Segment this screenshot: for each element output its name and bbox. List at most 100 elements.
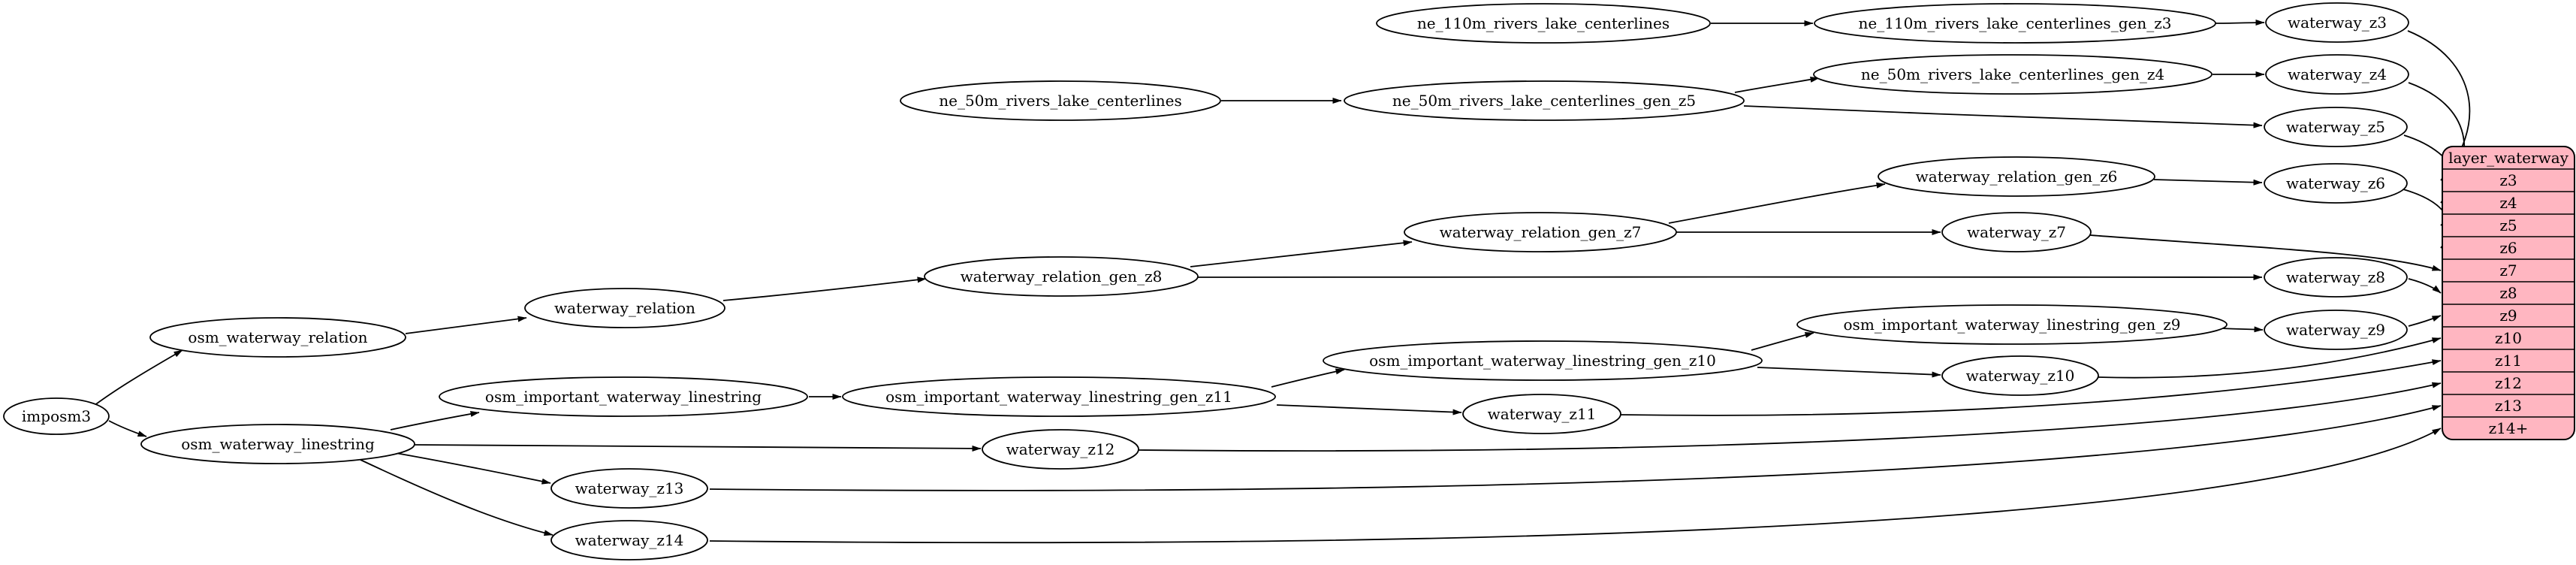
node-waterway_relation_gen_z8: waterway_relation_gen_z8 [924,256,1199,297]
nodes-layer: imposm3 osm_waterway_relation osm_waterway… [3,2,2409,560]
node-osm_important_waterway_linestring-label: osm_important_waterway_linestring [485,388,762,406]
node-waterway_z10-shape [1941,355,2099,396]
node-waterway_z9-label: waterway_z9 [2286,321,2385,339]
record-row-z7: z7 [2499,261,2517,279]
node-osm_waterway_relation-shape [149,317,406,358]
node-waterway_z13-shape [550,468,708,509]
node-waterway_z3-label: waterway_z3 [2288,14,2387,32]
edge-osm_waterway_relation-to-waterway_relation [405,316,527,334]
record-layer_waterway: layer_waterwayz3z4z5z6z7z8z9z10z11z12z13… [2442,146,2575,440]
node-ne_110m_rivers_lake_centerlines_gen_z3: ne_110m_rivers_lake_centerlines_gen_z3 [1814,3,2216,44]
edge-waterway_relation-to-waterway_relation_gen_z8 [722,276,927,301]
node-imposm3-label: imposm3 [22,407,91,425]
edge-osm_waterway_linestring-to-waterway_z12 [414,444,982,452]
node-waterway_relation_gen_z6-label: waterway_relation_gen_z6 [1916,168,2118,186]
edge-waterway_relation_gen_z8-to-waterway_relation_gen_z7 [1190,240,1413,267]
edge-osm_waterway_linestring-to-osm_important_waterway_linestring [390,411,480,431]
node-waterway_z13-label: waterway_z13 [575,479,684,497]
edge-waterway_z12-to-layer_waterway.z12 [1138,382,2442,452]
node-ne_110m_rivers_lake_centerlines_gen_z3-label: ne_110m_rivers_lake_centerlines_gen_z3 [1859,14,2172,32]
node-waterway_z5: waterway_z5 [2264,107,2408,147]
node-osm_important_waterway_linestring_gen_z11: osm_important_waterway_linestring_gen_z1… [842,376,1276,417]
node-waterway_z7-shape [1941,212,2092,252]
edge-ne_50m_rivers_lake_centerlines_gen_z5-to-ne_50m_rivers_lake_centerlines_gen_z4 [1734,76,1820,93]
node-waterway_z10-label: waterway_z10 [1966,367,2075,385]
record-row-z9: z9 [2499,307,2517,325]
edge-waterway_z11-to-layer_waterway.z11 [1620,359,2442,416]
record-row-z8: z8 [2499,284,2517,302]
node-waterway_relation_gen_z6-shape [1878,156,2155,197]
edge-osm_important_waterway_linestring_gen_z10-to-osm_important_waterway_linestring_gen_z9 [1751,332,1814,351]
node-osm_important_waterway_linestring-shape [439,376,808,417]
edge-imposm3-to-osm_waterway_linestring [108,420,147,437]
record-layer_waterway-box [2442,146,2575,440]
node-ne_50m_rivers_lake_centerlines_gen_z4-shape [1813,54,2213,95]
record-row-z11: z11 [2495,352,2522,370]
node-waterway_z5-shape [2264,107,2408,147]
node-osm_waterway_linestring: osm_waterway_linestring [140,424,415,464]
node-waterway_relation-label: waterway_relation [554,299,695,317]
node-waterway_relation-shape [524,288,725,328]
node-waterway_z11: waterway_z11 [1462,394,1621,434]
node-ne_110m_rivers_lake_centerlines_gen_z3-shape [1814,3,2216,44]
edges-layer [93,20,2471,544]
node-waterway_z11-label: waterway_z11 [1488,405,1597,423]
node-waterway_z11-shape [1462,394,1621,434]
node-waterway_z10: waterway_z10 [1941,355,2099,396]
node-waterway_z9-shape [2264,310,2408,350]
node-waterway_z9: waterway_z9 [2264,310,2408,350]
edge-osm_waterway_linestring-to-waterway_z14 [360,459,554,536]
node-ne_50m_rivers_lake_centerlines: ne_50m_rivers_lake_centerlines [900,80,1221,121]
node-osm_important_waterway_linestring_gen_z10-label: osm_important_waterway_linestring_gen_z1… [1369,352,1716,370]
node-waterway_relation_gen_z8-shape [924,256,1199,297]
node-imposm3-shape [3,397,110,435]
edge-waterway_relation_gen_z7-to-waterway_relation_gen_z6 [1668,182,1886,224]
node-waterway_z14-shape [550,520,708,560]
node-ne_50m_rivers_lake_centerlines_gen_z5-label: ne_50m_rivers_lake_centerlines_gen_z5 [1392,92,1696,110]
edge-waterway_z7-to-layer_waterway.z7 [2089,234,2442,271]
record-layer_waterway-title: layer_waterway [2448,149,2569,167]
node-waterway_z3: waterway_z3 [2265,2,2409,43]
node-waterway_z12-shape [982,429,1139,470]
node-osm_important_waterway_linestring_gen_z10-shape [1323,340,1763,381]
edge-osm_important_waterway_linestring_gen_z11-to-osm_important_waterway_linestring_gen_z10 [1271,368,1345,388]
node-waterway_z4-label: waterway_z4 [2288,65,2387,83]
node-ne_50m_rivers_lake_centerlines_gen_z5-shape [1344,80,1745,121]
node-osm_waterway_relation-label: osm_waterway_relation [188,328,367,346]
node-imposm3: imposm3 [3,397,110,435]
edge-osm_important_waterway_linestring_gen_z10-to-waterway_z10 [1757,367,1941,378]
edge-waterway_z13-to-layer_waterway.z13 [709,405,2442,491]
node-osm_important_waterway_linestring_gen_z9-label: osm_important_waterway_linestring_gen_z9 [1844,316,2181,334]
node-waterway_z3-shape [2265,2,2409,43]
node-osm_important_waterway_linestring: osm_important_waterway_linestring [439,376,808,417]
edge-waterway_relation_gen_z6-to-waterway_z6 [2153,179,2263,186]
edge-osm_important_waterway_linestring_gen_z11-to-waterway_z11 [1276,404,1462,415]
node-ne_50m_rivers_lake_centerlines_gen_z4: ne_50m_rivers_lake_centerlines_gen_z4 [1813,54,2213,95]
node-waterway_z7-label: waterway_z7 [1967,223,2066,241]
node-waterway_z12-label: waterway_z12 [1006,440,1115,458]
record-row-z14+: z14+ [2489,419,2529,437]
node-waterway_z13: waterway_z13 [550,468,708,509]
node-ne_50m_rivers_lake_centerlines_gen_z4-label: ne_50m_rivers_lake_centerlines_gen_z4 [1861,65,2164,83]
edge-waterway_z10-to-layer_waterway.z10 [2098,337,2442,379]
node-ne_50m_rivers_lake_centerlines_gen_z5: ne_50m_rivers_lake_centerlines_gen_z5 [1344,80,1745,121]
node-osm_important_waterway_linestring_gen_z10: osm_important_waterway_linestring_gen_z1… [1323,340,1763,381]
node-waterway_z14-label: waterway_z14 [575,531,684,549]
node-waterway_z4-shape [2265,54,2409,95]
edge-osm_waterway_linestring-to-waterway_z13 [395,452,551,485]
node-waterway_z6: waterway_z6 [2264,163,2408,204]
node-osm_important_waterway_linestring_gen_z11-shape [842,376,1276,417]
node-osm_waterway_linestring-shape [140,424,415,464]
record-row-z3: z3 [2499,171,2517,189]
node-waterway_relation_gen_z7-label: waterway_relation_gen_z7 [1440,223,1642,241]
record-row-z12: z12 [2495,374,2522,392]
node-waterway_relation_gen_z6: waterway_relation_gen_z6 [1878,156,2155,197]
record-row-z13: z13 [2495,397,2522,415]
edge-waterway_z9-to-layer_waterway.z9 [2408,315,2442,327]
node-ne_110m_rivers_lake_centerlines-shape [1376,3,1711,44]
node-waterway_relation: waterway_relation [524,288,725,328]
node-ne_50m_rivers_lake_centerlines-label: ne_50m_rivers_lake_centerlines [939,92,1181,110]
node-osm_important_waterway_linestring_gen_z11-label: osm_important_waterway_linestring_gen_z1… [885,388,1232,406]
